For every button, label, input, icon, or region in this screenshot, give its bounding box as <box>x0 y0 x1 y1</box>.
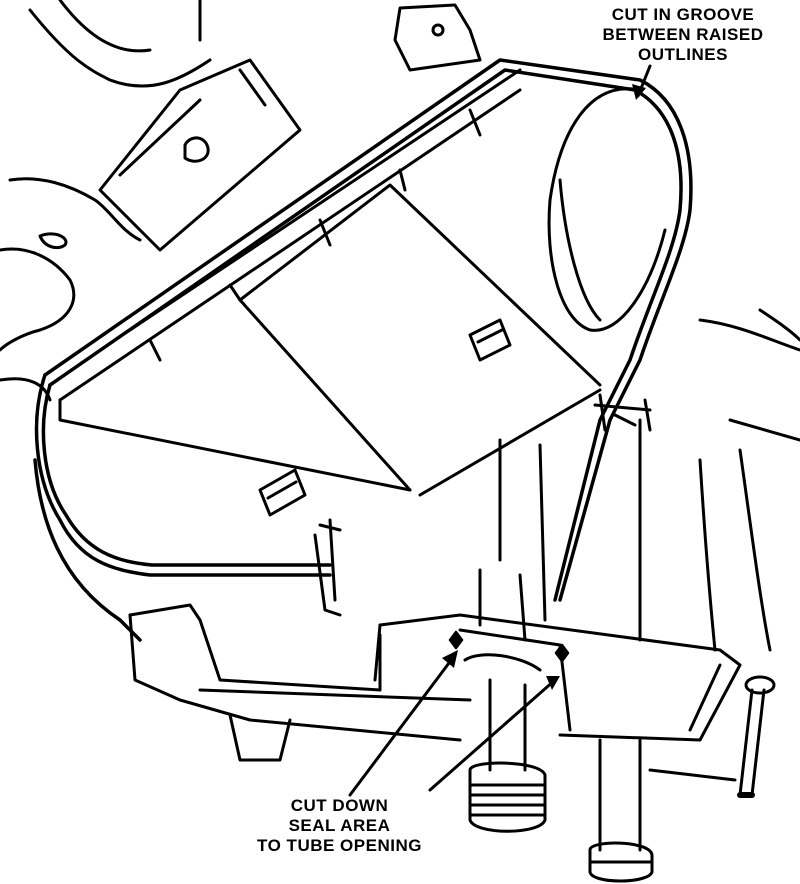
right-clip <box>593 393 652 432</box>
cut-marks <box>448 630 570 663</box>
long-tube <box>588 738 654 883</box>
groove-callout-label: CUT IN GROOVE BETWEEN RAISED OUTLINES <box>578 5 788 65</box>
case-outline <box>33 58 693 642</box>
bolt <box>648 675 776 798</box>
upper-mounting-bracket <box>98 58 302 252</box>
top-tab <box>393 3 482 72</box>
seal-callout-line-2: SEAL AREA <box>288 816 391 835</box>
groove-callout-line-2: BETWEEN RAISED <box>602 25 764 44</box>
seal-callout-line-3: TO TUBE OPENING <box>257 836 422 855</box>
threaded-tube-fitting <box>468 678 547 833</box>
groove-callout-line-3: OUTLINES <box>638 45 728 64</box>
tube-flange-plate <box>373 613 742 742</box>
seal-callout-label: CUT DOWN SEAL AREA TO TUBE OPENING <box>232 796 447 856</box>
lower-clip <box>313 518 342 617</box>
seal-callout-line-1: CUT DOWN <box>290 796 389 815</box>
panel-slots <box>258 318 512 517</box>
blower-housing <box>547 87 667 332</box>
lower-housing <box>128 418 642 762</box>
arrowheads <box>442 84 646 690</box>
leader-seal-left <box>348 653 457 797</box>
groove-callout-line-1: CUT IN GROOVE <box>611 5 755 24</box>
background-body-lines <box>0 0 800 652</box>
case-ribs <box>58 68 602 497</box>
leader-seal-right <box>428 678 557 792</box>
